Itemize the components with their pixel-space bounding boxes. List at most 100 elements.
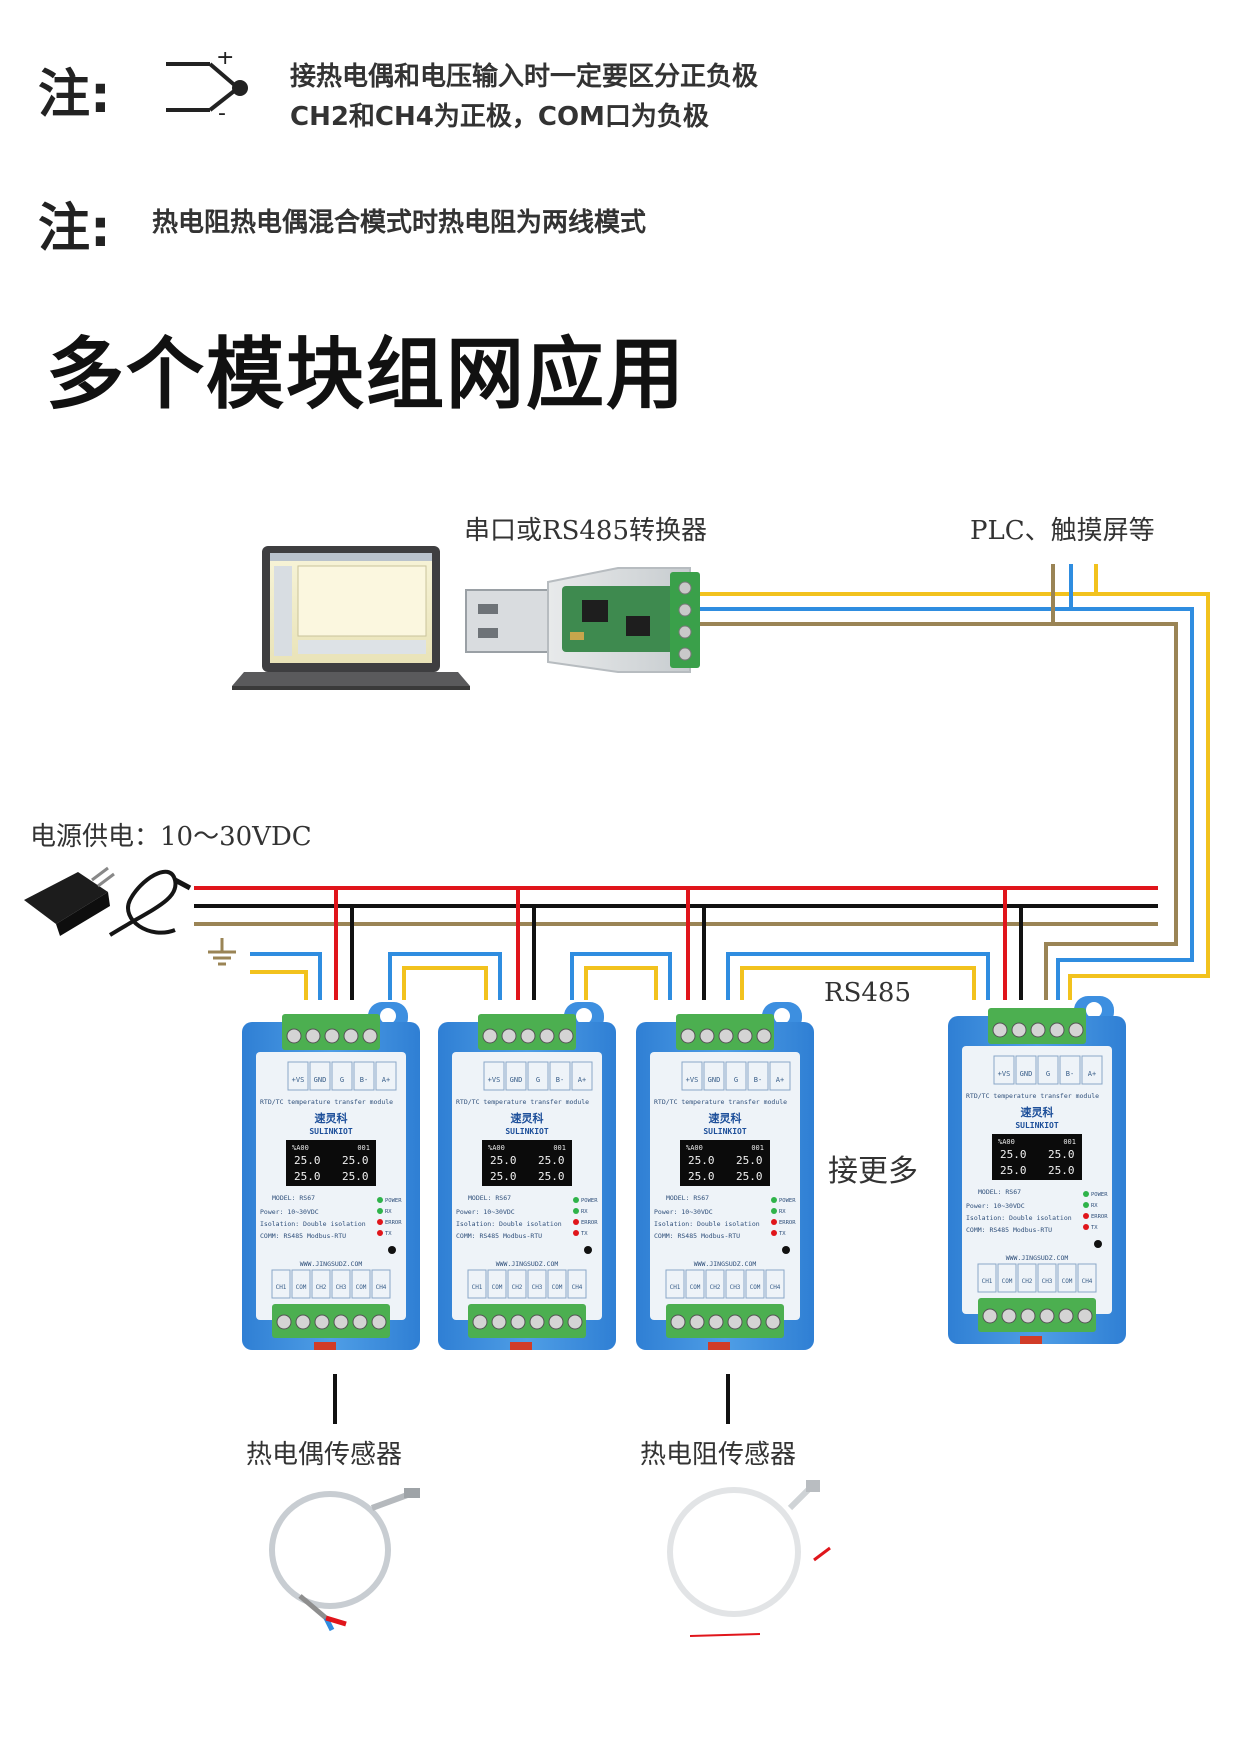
model-text: MODEL: RS67	[272, 1194, 315, 1202]
terminal-screw	[352, 1314, 368, 1330]
module-display	[482, 1140, 572, 1186]
reset-button-icon	[782, 1246, 790, 1254]
power-text: Power: 10~30VDC	[654, 1208, 713, 1216]
terminal-label-box	[467, 1269, 487, 1299]
terminal-label-box	[331, 1269, 351, 1299]
plus-sign: +	[216, 52, 234, 70]
bottom-terminal-label: COM	[356, 1284, 367, 1291]
display-value: 25.0	[490, 1170, 517, 1183]
terminal-screw	[708, 1314, 724, 1330]
top-terminal-label: A+	[382, 1076, 390, 1084]
terminal-label-box	[993, 1055, 1015, 1085]
display-value: 25.0	[736, 1154, 763, 1167]
terminal-label-box	[371, 1269, 391, 1299]
usb-rs485-converter-icon	[465, 567, 700, 673]
bottom-terminal-label: COM	[750, 1284, 761, 1291]
terminal-label-box	[765, 1269, 785, 1299]
led-label: TX	[385, 1231, 392, 1237]
module-display	[680, 1140, 770, 1186]
terminal-label-box	[287, 1061, 309, 1091]
top-terminal-label: A+	[776, 1076, 784, 1084]
bottom-terminal-label: CH1	[276, 1284, 287, 1291]
isolation-text: Isolation: Double isolation	[456, 1220, 562, 1228]
terminal-screw	[765, 1314, 781, 1330]
terminal-screw	[756, 1028, 772, 1044]
module-type-text: RTD/TC temperature transfer module	[966, 1092, 1099, 1100]
display-value: 25.0	[538, 1154, 565, 1167]
terminal-label-box	[1015, 1055, 1037, 1085]
status-led-icon	[1083, 1224, 1089, 1230]
terminal-screw	[472, 1314, 488, 1330]
top-terminal-label: B-	[1066, 1070, 1074, 1078]
note2-label: 注:	[38, 199, 111, 259]
terminal-label-box	[527, 1061, 549, 1091]
minus-sign: -	[218, 101, 226, 122]
power-text: Power: 10~30VDC	[966, 1202, 1025, 1210]
bottom-terminal-label: CH3	[532, 1284, 543, 1291]
terminal-label-box	[309, 1061, 331, 1091]
terminal-screw	[737, 1028, 753, 1044]
power-bus-wires	[194, 886, 1158, 1000]
brand-en-text: SULINKIOT	[703, 1127, 747, 1136]
led-label: RX	[779, 1209, 786, 1215]
led-label: ERROR	[1091, 1214, 1108, 1220]
bottom-terminal-label: CH4	[572, 1284, 583, 1291]
terminal-label-box	[1081, 1055, 1103, 1085]
terminal-screw	[333, 1314, 349, 1330]
terminal-label-box	[483, 1061, 505, 1091]
top-terminal-label: G	[536, 1076, 540, 1084]
status-led-icon	[771, 1208, 777, 1214]
display-value: 25.0	[294, 1170, 321, 1183]
status-led-icon	[1083, 1213, 1089, 1219]
led-label: TX	[779, 1231, 786, 1237]
top-terminal-label: B-	[360, 1076, 368, 1084]
terminal-screw	[1077, 1308, 1093, 1324]
terminal-label-box	[527, 1269, 547, 1299]
rtd-sensor-icon	[667, 1480, 831, 1637]
status-led-icon	[771, 1230, 777, 1236]
terminal-screw	[548, 1314, 564, 1330]
comm-bus-wires	[700, 564, 1210, 1000]
mounting-hole	[380, 1008, 396, 1024]
top-terminal-label: GND	[510, 1076, 523, 1084]
terminal-screw	[1030, 1022, 1046, 1038]
top-terminal-label: +VS	[292, 1076, 305, 1084]
polarity-symbol-icon: + -	[166, 52, 248, 122]
terminal-screw	[727, 1314, 743, 1330]
brand-en-text: SULINKIOT	[505, 1127, 549, 1136]
comm-text: COMM: RS485 Modbus-RTU	[654, 1232, 740, 1240]
led-label: POWER	[581, 1198, 598, 1204]
power-label: 电源供电：10～30VDC	[30, 822, 312, 852]
bottom-latch	[708, 1342, 730, 1350]
display-value: 25.0	[1048, 1164, 1075, 1177]
terminal-screw	[1001, 1308, 1017, 1324]
model-text: MODEL: RS67	[666, 1194, 709, 1202]
bottom-terminal-label: CH2	[512, 1284, 523, 1291]
module-type-text: RTD/TC temperature transfer module	[456, 1098, 589, 1106]
comm-text: COMM: RS485 Modbus-RTU	[456, 1232, 542, 1240]
brand-cn-text: 速灵科	[511, 1111, 544, 1125]
terminal-label-box	[703, 1061, 725, 1091]
status-led-icon	[573, 1230, 579, 1236]
top-terminal-label: G	[1046, 1070, 1050, 1078]
website-text: WWW.JINGSUDZ.COM	[694, 1260, 757, 1268]
terminal-label-box	[505, 1061, 527, 1091]
bottom-terminal-block	[978, 1298, 1096, 1332]
terminal-screw	[324, 1028, 340, 1044]
terminal-screw	[510, 1314, 526, 1330]
terminal-screw	[1039, 1308, 1055, 1324]
status-led-icon	[573, 1219, 579, 1225]
mounting-hole	[1086, 1002, 1102, 1018]
status-led-icon	[377, 1208, 383, 1214]
terminal-screw	[1068, 1022, 1084, 1038]
terminal-label-box	[375, 1061, 397, 1091]
status-led-icon	[771, 1197, 777, 1203]
terminal-screw	[1011, 1022, 1027, 1038]
bottom-latch	[314, 1342, 336, 1350]
comm-text: COMM: RS485 Modbus-RTU	[966, 1226, 1052, 1234]
mounting-hole	[576, 1008, 592, 1024]
top-terminal-label: B-	[754, 1076, 762, 1084]
bottom-terminal-label: CH2	[316, 1284, 327, 1291]
brand-en-text: SULINKIOT	[1015, 1121, 1059, 1130]
